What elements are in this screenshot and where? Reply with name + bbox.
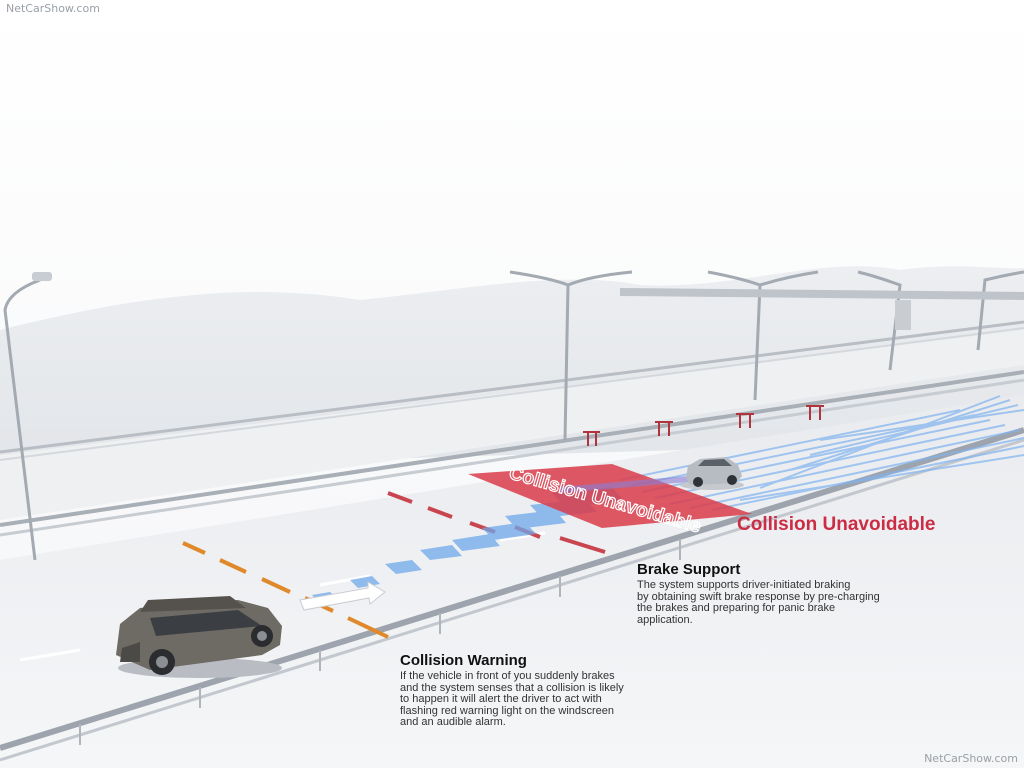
- median-guardrail: [0, 370, 1024, 527]
- collision-warning-line-1: If the vehicle in front of you suddenly …: [400, 670, 615, 682]
- roadwork-barriers: [583, 405, 824, 446]
- overpass: [620, 288, 1024, 300]
- brake-support-line-1: The system supports driver-initiated bra…: [637, 579, 851, 591]
- brake-support-line-4: application.: [637, 613, 693, 626]
- collision-warning-callout: Collision Warning If the vehicle in fron…: [400, 652, 680, 729]
- collision-unavoidable-label: Collision Unavoidable: [737, 514, 936, 535]
- streetlights: [3, 270, 1024, 561]
- danger-zone: [468, 464, 752, 528]
- watermark-bottom: NetCarShow.com: [924, 752, 1018, 765]
- own-car: [116, 596, 282, 678]
- collision-warning-line-4: flashing red warning light on the windsc…: [400, 704, 615, 717]
- collision-warning-title: Collision Warning: [400, 652, 527, 669]
- watermark-top: NetCarShow.com: [6, 2, 100, 15]
- direction-arrow: [299, 581, 386, 611]
- brake-support-title: Brake Support: [637, 561, 741, 578]
- lead-car: [680, 457, 744, 490]
- collision-warning-line-5: and an audible alarm.: [400, 716, 506, 728]
- collision-warning-line-2: and the system senses that a collision i…: [400, 681, 624, 694]
- collision-warning-line-3: to happen it will alert the driver to ac…: [400, 693, 602, 705]
- far-road: [0, 330, 1024, 520]
- brake-support-line-3: the brakes and preparing for panic brake: [637, 602, 836, 614]
- brake-support-line-2: by obtaining swift brake response by pre…: [637, 590, 880, 603]
- brake-support-callout: Brake Support The system supports driver…: [637, 561, 937, 626]
- far-guardrail: [0, 320, 1024, 454]
